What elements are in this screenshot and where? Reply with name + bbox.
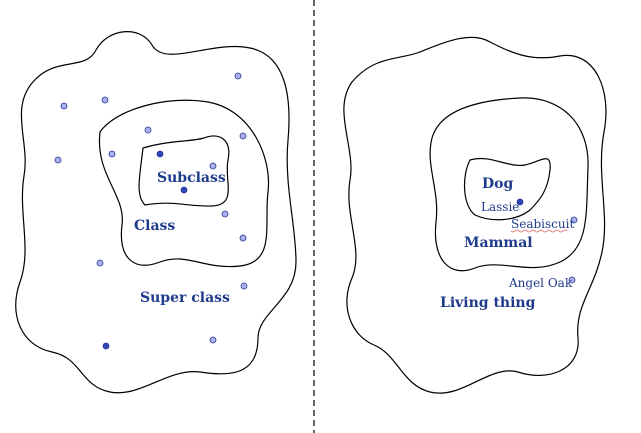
- member-dot: [221, 210, 229, 218]
- member-dot: [144, 126, 152, 134]
- left-dots: [54, 72, 248, 350]
- living-thing-boundary: [343, 36, 607, 394]
- subclass-boundary: [138, 135, 230, 207]
- dog-boundary: [464, 158, 551, 221]
- instance-label-seabiscuit: Seabiscuit: [511, 217, 574, 231]
- instance-dot-seabiscuit: [570, 216, 578, 224]
- member-dot: [240, 282, 248, 290]
- subclass-label: Subclass: [157, 170, 226, 186]
- member-dot: [156, 150, 164, 158]
- instance-dot-lassie: [516, 198, 524, 206]
- member-dot: [239, 234, 247, 242]
- superclass-boundary: [15, 31, 297, 394]
- superclass-label: Super class: [140, 290, 230, 306]
- mammal-boundary: [429, 97, 589, 272]
- right-dots: [516, 198, 578, 284]
- instance-label-lassie: Lassie: [481, 200, 519, 214]
- dog-label: Dog: [482, 176, 513, 192]
- mammal-label: Mammal: [464, 235, 533, 251]
- class-boundary: [98, 99, 270, 268]
- member-dot: [60, 102, 68, 110]
- living-thing-label: Living thing: [440, 295, 536, 311]
- instance-label-angel-oak: Angel Oak: [508, 276, 573, 290]
- member-dot: [239, 132, 247, 140]
- member-dot: [54, 156, 62, 164]
- left-diagram: Subclass Class Super class: [15, 31, 297, 394]
- right-diagram: Dog Mammal Living thing Lassie Seabiscui…: [343, 36, 607, 394]
- member-dot: [108, 150, 116, 158]
- member-dot: [96, 259, 104, 267]
- member-dot: [234, 72, 242, 80]
- member-dot: [180, 186, 188, 194]
- member-dot: [209, 162, 217, 170]
- class-label: Class: [134, 218, 175, 234]
- member-dot: [102, 342, 110, 350]
- member-dot: [209, 336, 217, 344]
- member-dot: [101, 96, 109, 104]
- instance-dot-angel-oak: [568, 276, 576, 284]
- spellcheck-underline: [510, 229, 568, 233]
